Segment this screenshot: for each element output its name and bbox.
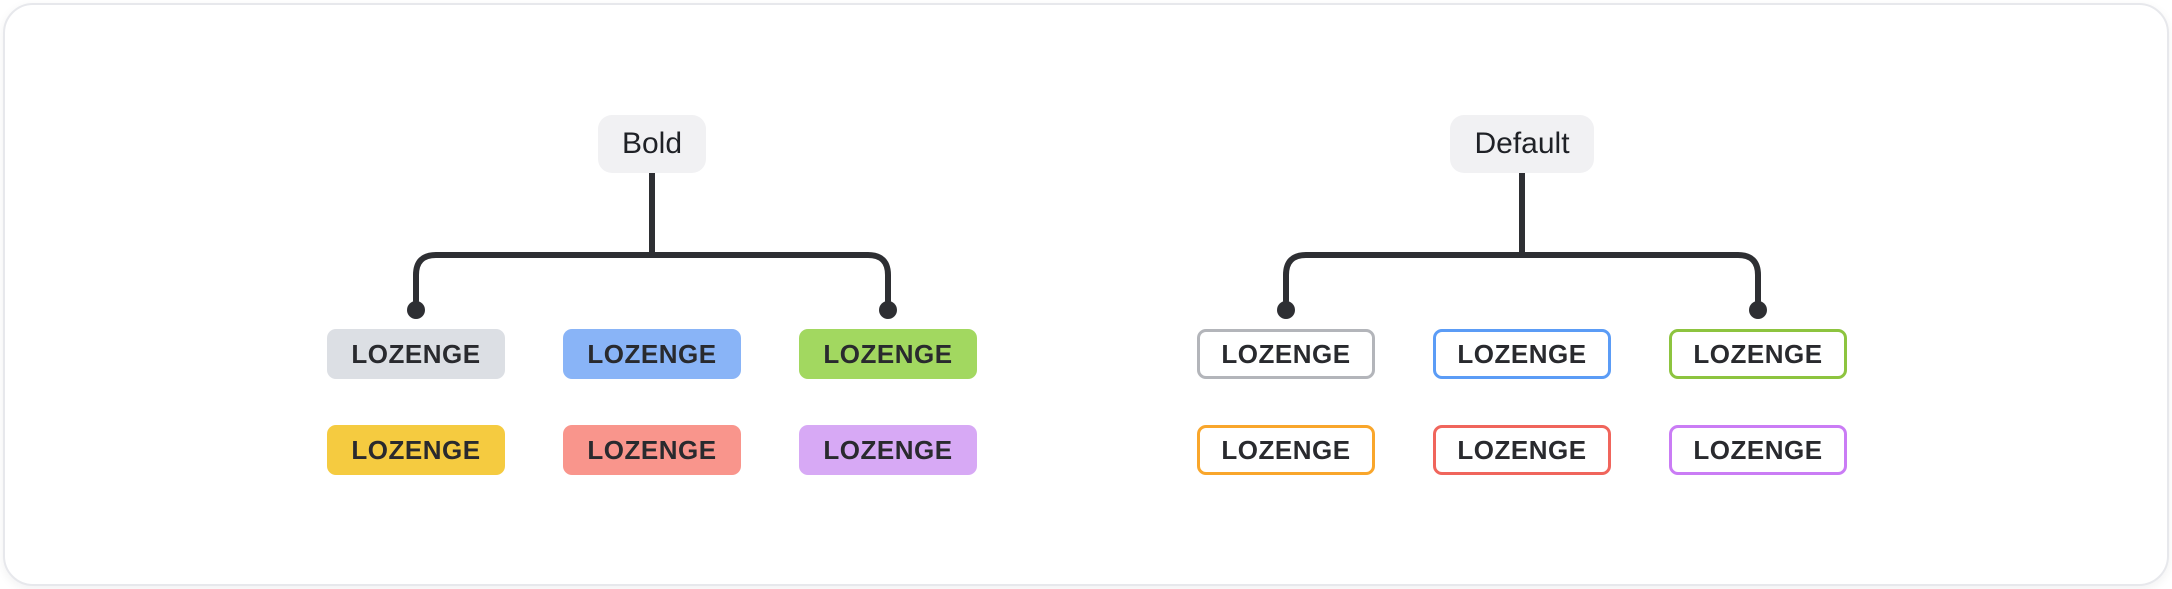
connector-dot-left xyxy=(1277,301,1295,319)
lozenge-bold-discovery: LOZENGE xyxy=(799,425,977,475)
connector-dot-right xyxy=(1749,301,1767,319)
default-group-label: Default xyxy=(1450,115,1594,173)
connector-branch xyxy=(1283,252,1761,304)
tree-connector xyxy=(407,173,897,319)
tree-connector xyxy=(1277,173,1767,319)
lozenge-row: LOZENGE LOZENGE LOZENGE xyxy=(1197,329,1847,379)
lozenge-row: LOZENGE LOZENGE LOZENGE xyxy=(327,425,977,475)
bold-group-label: Bold xyxy=(597,115,707,173)
lozenge-bold-caution: LOZENGE xyxy=(327,425,505,475)
lozenge-bold-information: LOZENGE xyxy=(563,329,741,379)
lozenge-outline-neutral: LOZENGE xyxy=(1197,329,1375,379)
lozenge-bold-neutral: LOZENGE xyxy=(327,329,505,379)
lozenge-bold-success: LOZENGE xyxy=(799,329,977,379)
lozenge-row: LOZENGE LOZENGE LOZENGE xyxy=(327,329,977,379)
connector-dot-right xyxy=(879,301,897,319)
lozenge-outline-information: LOZENGE xyxy=(1433,329,1611,379)
connector-branch xyxy=(413,252,891,304)
lozenge-bold-danger: LOZENGE xyxy=(563,425,741,475)
lozenge-outline-discovery: LOZENGE xyxy=(1669,425,1847,475)
lozenge-outline-success: LOZENGE xyxy=(1669,329,1847,379)
connector-dot-left xyxy=(407,301,425,319)
lozenge-outline-caution: LOZENGE xyxy=(1197,425,1375,475)
lozenge-outline-danger: LOZENGE xyxy=(1433,425,1611,475)
lozenge-row: LOZENGE LOZENGE LOZENGE xyxy=(1197,425,1847,475)
